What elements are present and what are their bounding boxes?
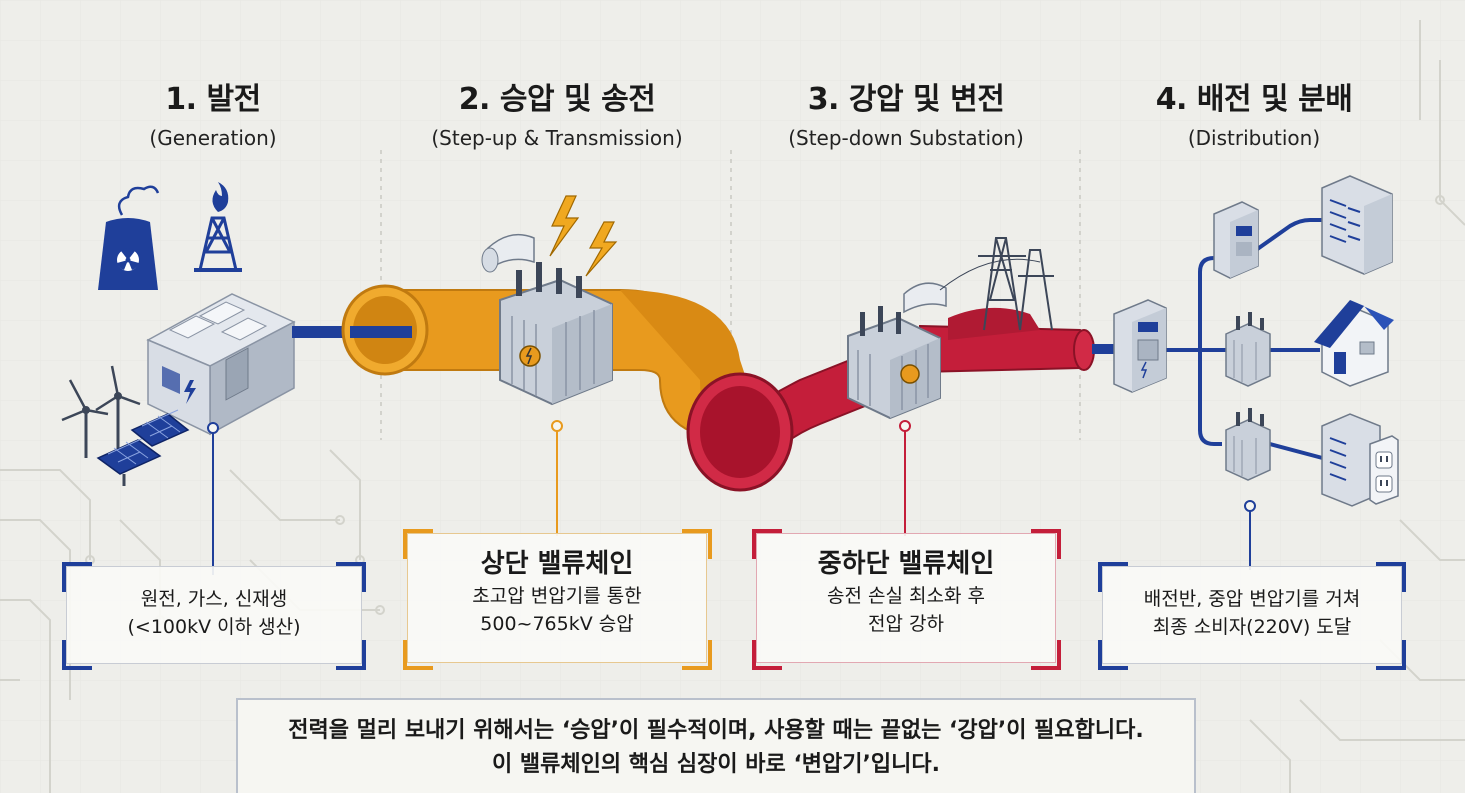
box-corner xyxy=(1031,640,1061,670)
stage-heading: 1. 발전 xyxy=(165,82,261,117)
stage-subheading: (Generation) xyxy=(149,126,277,150)
step-up-transformer-icon xyxy=(481,233,613,406)
box-corner xyxy=(1098,562,1128,592)
box-line: 배전반, 중압 변압기를 거쳐 xyxy=(1143,588,1361,610)
stage-heading: 4. 배전 및 분배 xyxy=(1155,82,1353,117)
box-corner xyxy=(1376,562,1406,592)
generation-info-box: 원전, 가스, 신재생 (<100kV 이하 생산) xyxy=(66,566,362,664)
box-corner xyxy=(403,529,433,559)
power-outlet-icon xyxy=(1369,435,1399,505)
box-corner xyxy=(1376,640,1406,670)
box-corner xyxy=(62,640,92,670)
generator-unit-icon xyxy=(146,293,296,436)
switchgear-icon xyxy=(1113,299,1167,393)
stage-subheading: (Step-down Substation) xyxy=(788,126,1024,150)
box-corner xyxy=(682,640,712,670)
upstream-info-box: 상단 밸류체인 초고압 변압기를 통한 500~765kV 승압 xyxy=(407,533,707,663)
pole-transformer-icon xyxy=(1225,312,1271,387)
box-line: 500~765kV 승압 xyxy=(480,613,634,635)
box-line: 송전 손실 최소화 후 xyxy=(827,585,985,607)
box-line: 최종 소비자(220V) 도달 xyxy=(1152,616,1352,638)
stage-heading: 2. 승압 및 송전 xyxy=(458,82,656,117)
box-title: 중하단 밸류체인 xyxy=(817,549,995,579)
midstream-info-box: 중하단 밸류체인 송전 손실 최소화 후 전압 강하 xyxy=(756,533,1056,663)
wind-turbine-icon xyxy=(61,365,141,458)
switchgear-icon-upper xyxy=(1213,201,1259,279)
box-line: 원전, 가스, 신재생 xyxy=(140,588,288,610)
box-corner xyxy=(1031,529,1061,559)
box-corner xyxy=(62,562,92,592)
solar-panel-icon xyxy=(96,409,190,486)
box-corner xyxy=(682,529,712,559)
box-line: (<100kV 이하 생산) xyxy=(127,616,301,638)
step-down-transformer-icon xyxy=(847,282,947,420)
box-corner xyxy=(752,529,782,559)
connector-pins xyxy=(207,420,1256,575)
stage-subheading: (Distribution) xyxy=(1187,126,1321,150)
box-line: 초고압 변압기를 통한 xyxy=(472,585,642,607)
box-title: 상단 밸류체인 xyxy=(480,549,634,579)
box-corner xyxy=(336,640,366,670)
stage-heading: 3. 강압 및 변전 xyxy=(807,82,1005,117)
box-corner xyxy=(1098,640,1128,670)
stage-subheading: (Step-up & Transmission) xyxy=(431,126,683,150)
stage-title-distribution: 4. 배전 및 분배 (Distribution) xyxy=(1074,80,1434,152)
transmission-tower-icon xyxy=(939,237,1054,331)
summary-line: 전력을 멀리 보내기 위해서는 ‘승압’이 필수적이며, 사용할 때는 끝없는 … xyxy=(288,718,1144,743)
stage-title-generation: 1. 발전 (Generation) xyxy=(33,80,393,152)
box-corner xyxy=(403,640,433,670)
box-line: 전압 강하 xyxy=(868,613,944,635)
house-icon xyxy=(1314,300,1394,387)
lightning-icon xyxy=(549,195,618,277)
pole-transformer-icon-lower xyxy=(1225,408,1271,481)
box-corner xyxy=(752,640,782,670)
stage-title-step-down: 3. 강압 및 변전 (Step-down Substation) xyxy=(726,80,1086,152)
box-corner xyxy=(336,562,366,592)
red-transmission-pipe xyxy=(686,307,1122,492)
summary-line: 이 밸류체인의 핵심 심장이 바로 ‘변압기’입니다. xyxy=(492,752,940,777)
server-rack-icon xyxy=(1321,175,1393,275)
stage-title-step-up: 2. 승압 및 송전 (Step-up & Transmission) xyxy=(377,80,737,152)
summary-footer: 전력을 멀리 보내기 위해서는 ‘승압’이 필수적이며, 사용할 때는 끝없는 … xyxy=(236,698,1196,793)
nuclear-plant-icon xyxy=(98,185,160,290)
distribution-info-box: 배전반, 중압 변압기를 거쳐 최종 소비자(220V) 도달 xyxy=(1102,566,1402,664)
gas-rig-icon xyxy=(194,182,242,272)
